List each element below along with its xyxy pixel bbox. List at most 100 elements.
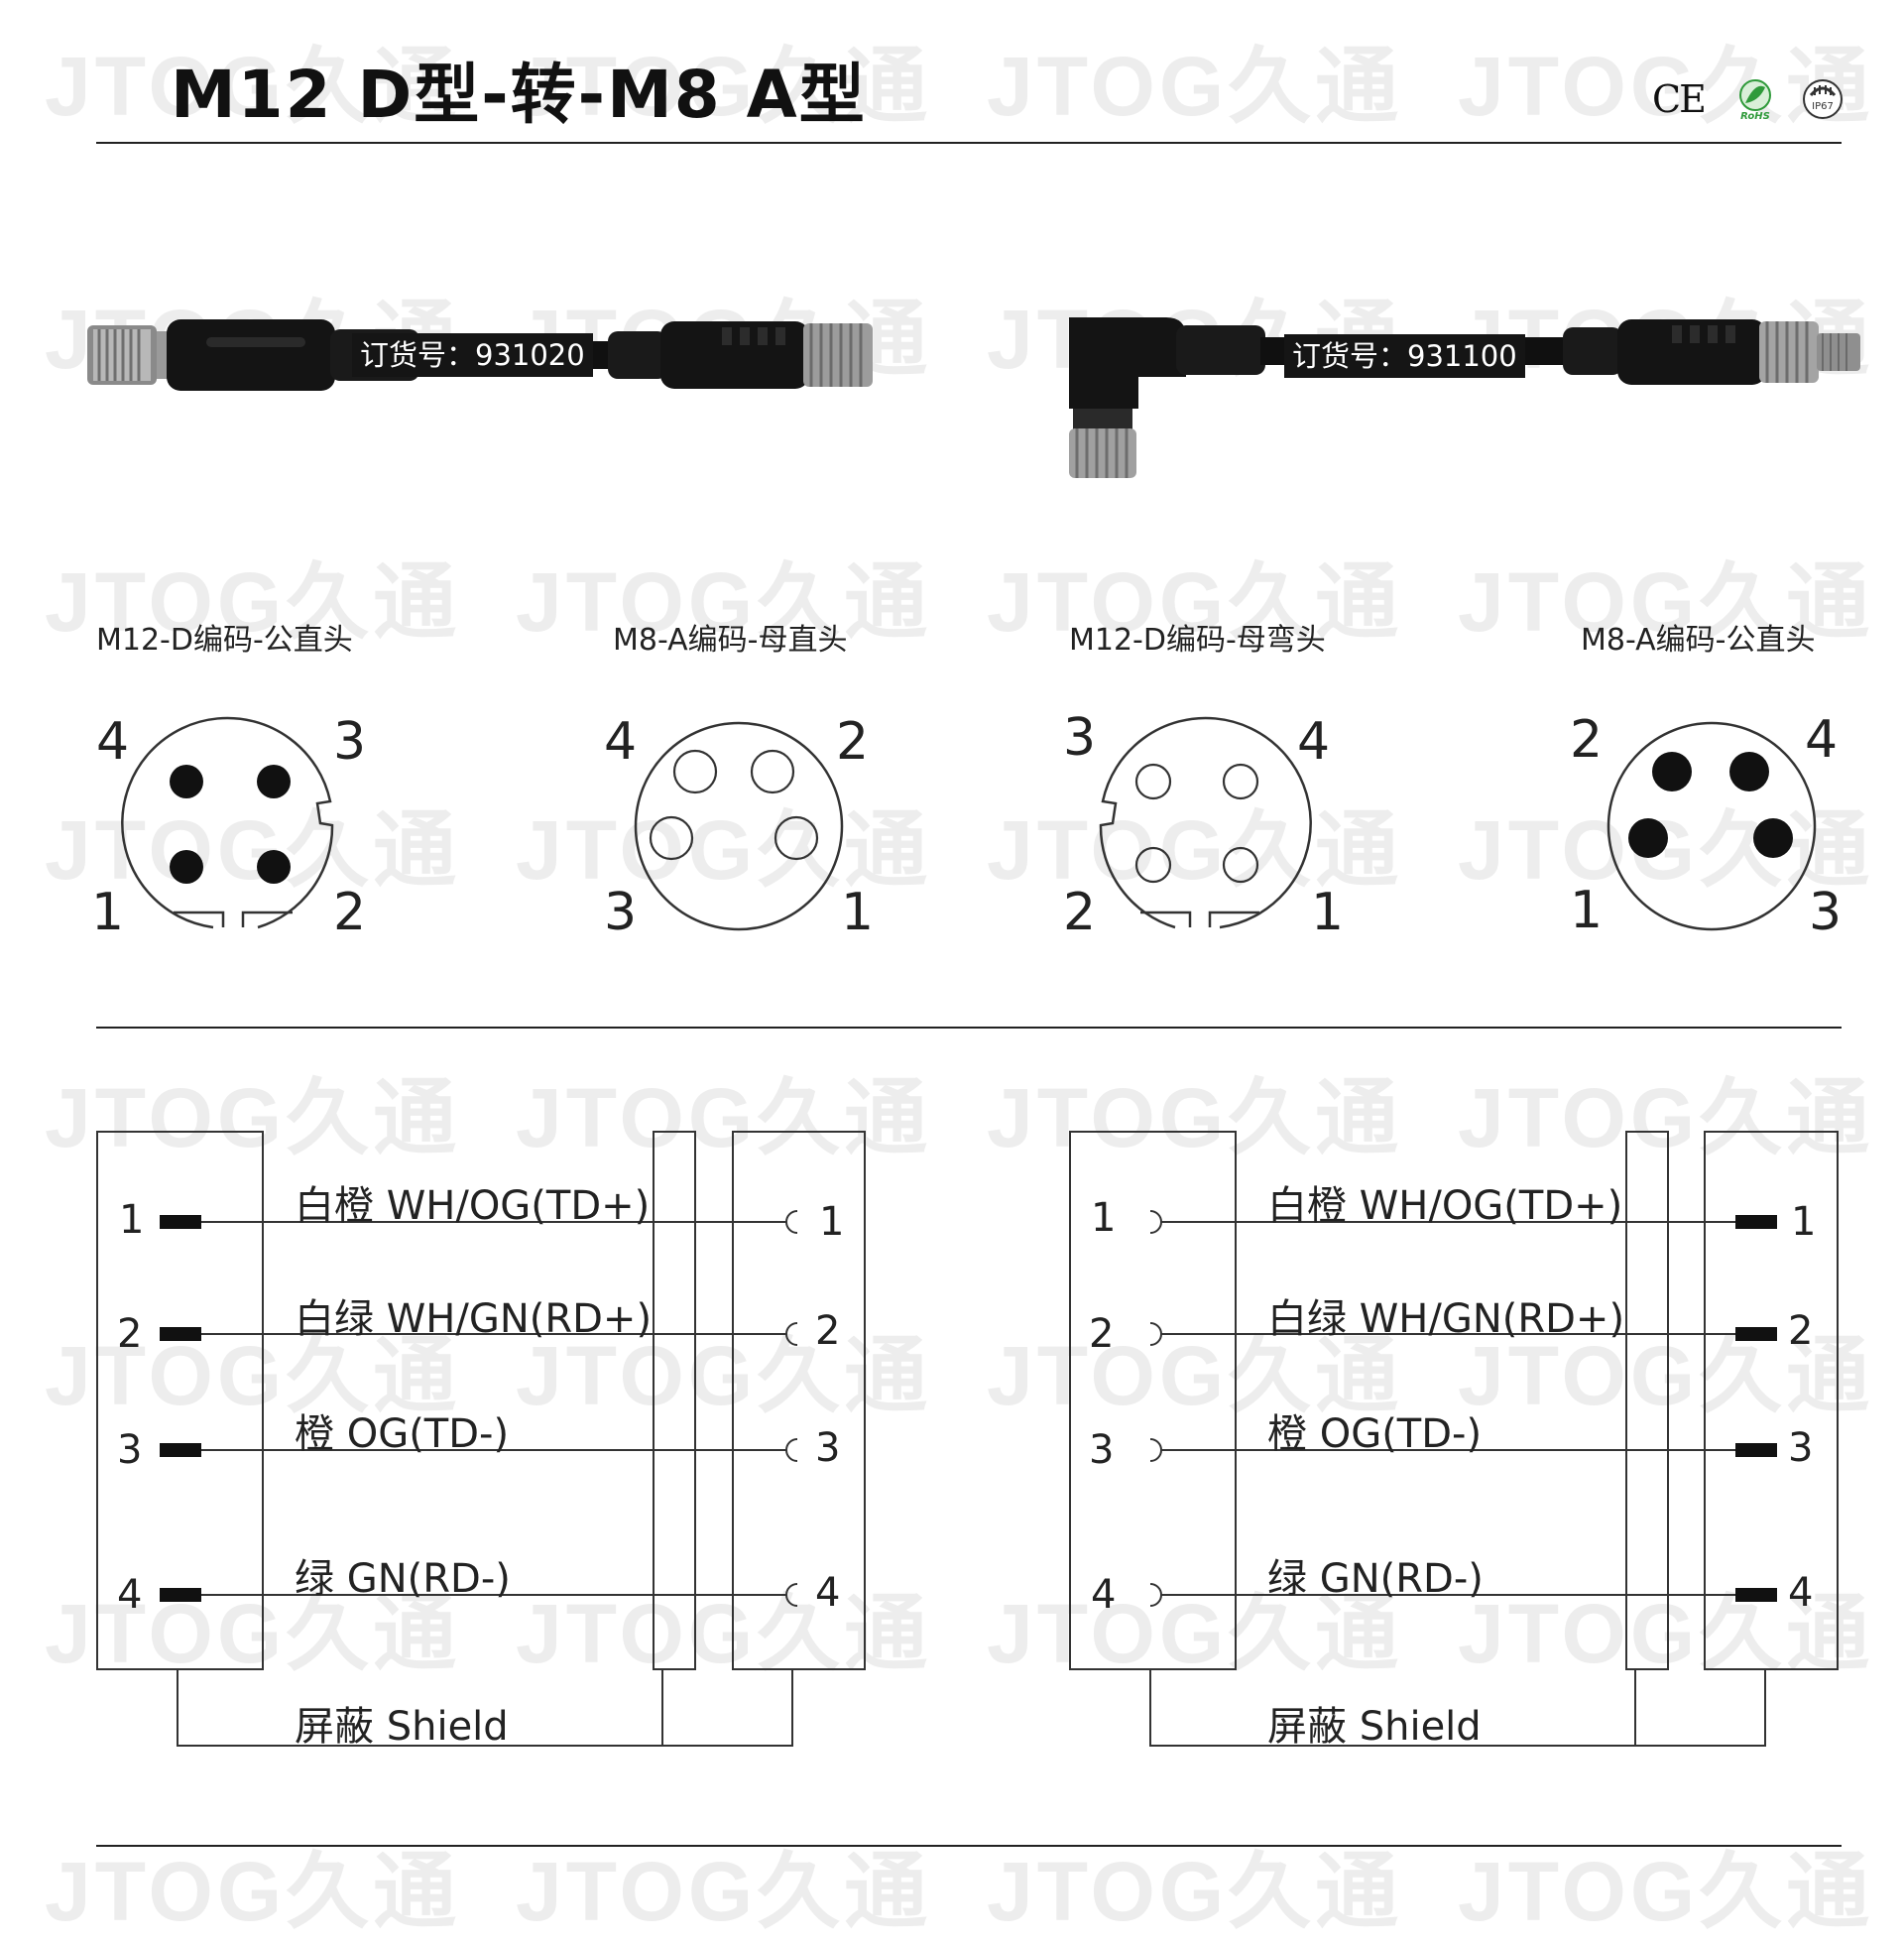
- pin-number: 3: [117, 1427, 143, 1473]
- pin-number: 4: [1805, 710, 1839, 770]
- pin-number: 3: [604, 883, 638, 942]
- ip67-badge-icon: IP67: [1801, 77, 1844, 121]
- male-pin-icon: [1735, 1443, 1777, 1457]
- order-number-label: 订货号：931100: [1284, 334, 1525, 378]
- pin-number: 1: [1570, 881, 1604, 940]
- wire-line: [201, 1333, 786, 1335]
- pin-number: 2: [1570, 710, 1604, 770]
- brand-watermark: JTOG久通: [45, 1845, 461, 1938]
- male-pin-icon: [1735, 1215, 1777, 1229]
- wire-label: 白绿 WH/GN(RD+): [1267, 1296, 1625, 1342]
- shield-line: [1149, 1745, 1766, 1747]
- pin-number: 2: [1063, 883, 1097, 942]
- cable-body-block: [1625, 1131, 1669, 1670]
- connector-block-left: [1069, 1131, 1237, 1670]
- ce-mark-icon: CE: [1652, 77, 1707, 121]
- female-socket-icon: [781, 1582, 801, 1612]
- wire-line: [1160, 1449, 1735, 1451]
- m12-d-female-pinout-icon: [1086, 714, 1314, 942]
- female-socket-icon: [1146, 1321, 1166, 1351]
- pin-number: 4: [604, 712, 638, 772]
- wire-label: 绿 GN(RD-): [295, 1556, 511, 1602]
- pin-number: 1: [119, 1197, 145, 1243]
- pin-number: 4: [117, 1572, 143, 1618]
- brand-watermark: JTOG久通: [516, 1071, 932, 1164]
- pin-number: 3: [1809, 883, 1843, 942]
- male-pin-icon: [1735, 1588, 1777, 1602]
- wire-line: [1160, 1333, 1735, 1335]
- wire-label: 白绿 WH/GN(RD+): [295, 1296, 653, 1342]
- pin-number: 4: [1297, 712, 1331, 772]
- connector-block-right: [732, 1131, 866, 1670]
- shield-line: [1764, 1670, 1766, 1746]
- shield-line: [177, 1670, 178, 1746]
- connector-block-right: [1704, 1131, 1839, 1670]
- pin-number: 3: [1063, 708, 1097, 768]
- pin-number: 1: [1091, 1195, 1117, 1241]
- pin-number: 2: [836, 712, 870, 772]
- brand-watermark: JTOG久通: [987, 1845, 1403, 1938]
- connector-label: M8-A编码-母直头: [613, 623, 848, 658]
- ip67-label: IP67: [1812, 101, 1834, 112]
- wire-label: 白橙 WH/OG(TD+): [1267, 1183, 1623, 1229]
- female-socket-icon: [781, 1209, 801, 1239]
- connector-label: M12-D编码-母弯头: [1069, 623, 1326, 658]
- m8-a-female-pinout-icon: [630, 717, 848, 935]
- cable-body-block: [653, 1131, 696, 1670]
- brand-watermark: JTOG久通: [516, 1587, 932, 1680]
- wire-line: [201, 1594, 786, 1596]
- pin-number: 2: [815, 1308, 841, 1354]
- brand-watermark: JTOG久通: [987, 40, 1403, 133]
- pin-number: 4: [1788, 1570, 1814, 1616]
- pin-number: 4: [815, 1570, 841, 1616]
- shield-line: [1149, 1670, 1151, 1746]
- pin-number: 1: [1791, 1199, 1817, 1245]
- pin-number: 1: [1311, 883, 1345, 942]
- female-socket-icon: [1146, 1582, 1166, 1612]
- brand-watermark: JTOG久通: [1458, 1845, 1874, 1938]
- pin-number: 4: [96, 712, 130, 772]
- female-socket-icon: [1146, 1209, 1166, 1239]
- order-number-label: 订货号：931020: [352, 333, 593, 377]
- wire-line: [201, 1449, 786, 1451]
- brand-watermark: JTOG久通: [516, 1845, 932, 1938]
- connector-label: M12-D编码-公直头: [96, 623, 353, 658]
- product-cable-931100: [1057, 298, 1880, 486]
- pin-number: 2: [1089, 1311, 1115, 1357]
- header-divider: [96, 142, 1842, 144]
- male-pin-icon: [1735, 1327, 1777, 1341]
- female-socket-icon: [781, 1437, 801, 1467]
- pin-number: 1: [819, 1199, 845, 1245]
- pin-number: 4: [1091, 1572, 1117, 1618]
- shield-label: 屏蔽 Shield: [295, 1704, 509, 1750]
- shield-line: [177, 1745, 793, 1747]
- pin-number: 3: [1089, 1427, 1115, 1473]
- connector-label: M8-A编码-公直头: [1581, 623, 1816, 658]
- rohs-badge-icon: RoHS: [1733, 77, 1777, 121]
- rohs-label: RoHS: [1740, 111, 1770, 121]
- shield-line: [791, 1670, 793, 1746]
- wire-line: [201, 1221, 786, 1223]
- footer-divider: [96, 1845, 1842, 1847]
- shield-line: [661, 1670, 663, 1746]
- wire-line: [1160, 1594, 1735, 1596]
- female-socket-icon: [1146, 1437, 1166, 1467]
- pin-number: 3: [1788, 1425, 1814, 1471]
- male-pin-icon: [160, 1588, 201, 1602]
- male-pin-icon: [160, 1443, 201, 1457]
- pin-number: 1: [841, 883, 875, 942]
- shield-label: 屏蔽 Shield: [1267, 1704, 1482, 1750]
- male-pin-icon: [160, 1327, 201, 1341]
- wire-label: 橙 OG(TD-): [1267, 1411, 1483, 1457]
- pin-number: 3: [815, 1425, 841, 1471]
- shield-line: [1634, 1670, 1636, 1746]
- pin-number: 2: [117, 1311, 143, 1357]
- pin-number: 2: [1788, 1308, 1814, 1354]
- pin-number: 1: [91, 883, 125, 942]
- connector-block-left: [96, 1131, 264, 1670]
- male-pin-icon: [160, 1215, 201, 1229]
- wire-label: 绿 GN(RD-): [1267, 1556, 1484, 1602]
- wire-label: 白橙 WH/OG(TD+): [295, 1183, 651, 1229]
- m8-a-male-pinout-icon: [1603, 717, 1821, 935]
- wire-line: [1160, 1221, 1735, 1223]
